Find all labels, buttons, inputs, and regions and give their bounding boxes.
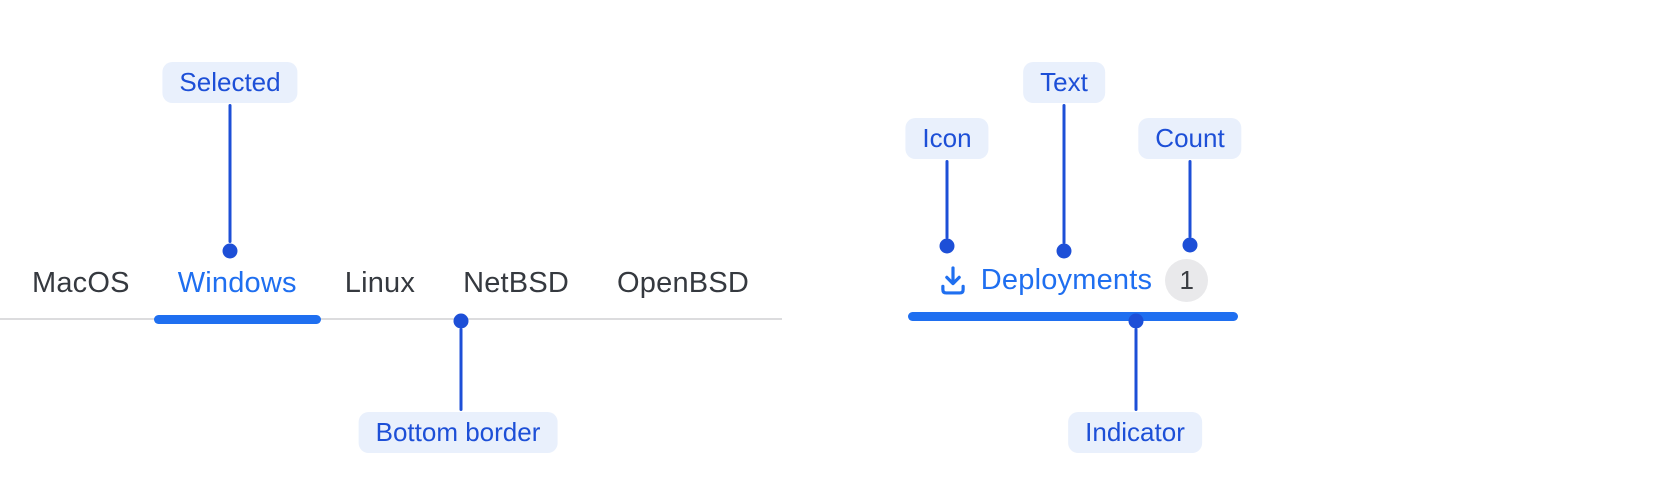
- tab-windows[interactable]: Windows: [153, 249, 321, 324]
- annotation-bottom-border-dot: [453, 313, 469, 329]
- tab-deployments-indicator: [908, 312, 1238, 321]
- annotation-icon-dot: [939, 238, 955, 254]
- annotation-icon-line: [945, 160, 949, 239]
- annotation-indicator-label: Indicator: [1068, 412, 1202, 453]
- tab-linux[interactable]: Linux: [344, 267, 416, 299]
- annotation-count-dot: [1182, 237, 1198, 253]
- tab-deployments-text: Deployments: [980, 263, 1153, 296]
- annotation-indicator-line: [1134, 328, 1138, 411]
- annotation-selected-line: [228, 104, 232, 243]
- annotation-selected-dot: [222, 243, 238, 259]
- annotation-bottom-border-line: [459, 328, 463, 411]
- annotation-icon-label: Icon: [905, 118, 989, 159]
- tab-macos[interactable]: MacOS: [32, 267, 130, 299]
- annotation-count-label: Count: [1138, 118, 1242, 159]
- annotation-text-line: [1062, 104, 1066, 244]
- tab-deployments[interactable]: Deployments 1: [908, 255, 1238, 321]
- tab-netbsd[interactable]: NetBSD: [463, 267, 570, 299]
- tab-openbsd[interactable]: OpenBSD: [617, 267, 750, 299]
- download-icon: [938, 265, 968, 295]
- tab-deployments-content: Deployments 1: [908, 255, 1238, 305]
- annotation-bottom-border-label: Bottom border: [358, 412, 558, 453]
- annotation-text-dot: [1056, 243, 1072, 259]
- tab-deployments-count-badge: 1: [1165, 258, 1209, 302]
- annotation-indicator-dot: [1128, 313, 1144, 329]
- os-tabbar: MacOS Windows Linux NetBSD OpenBSD: [0, 249, 782, 324]
- annotation-text-label: Text: [1023, 62, 1105, 103]
- annotation-selected-label: Selected: [162, 62, 298, 103]
- annotation-count-line: [1188, 160, 1192, 238]
